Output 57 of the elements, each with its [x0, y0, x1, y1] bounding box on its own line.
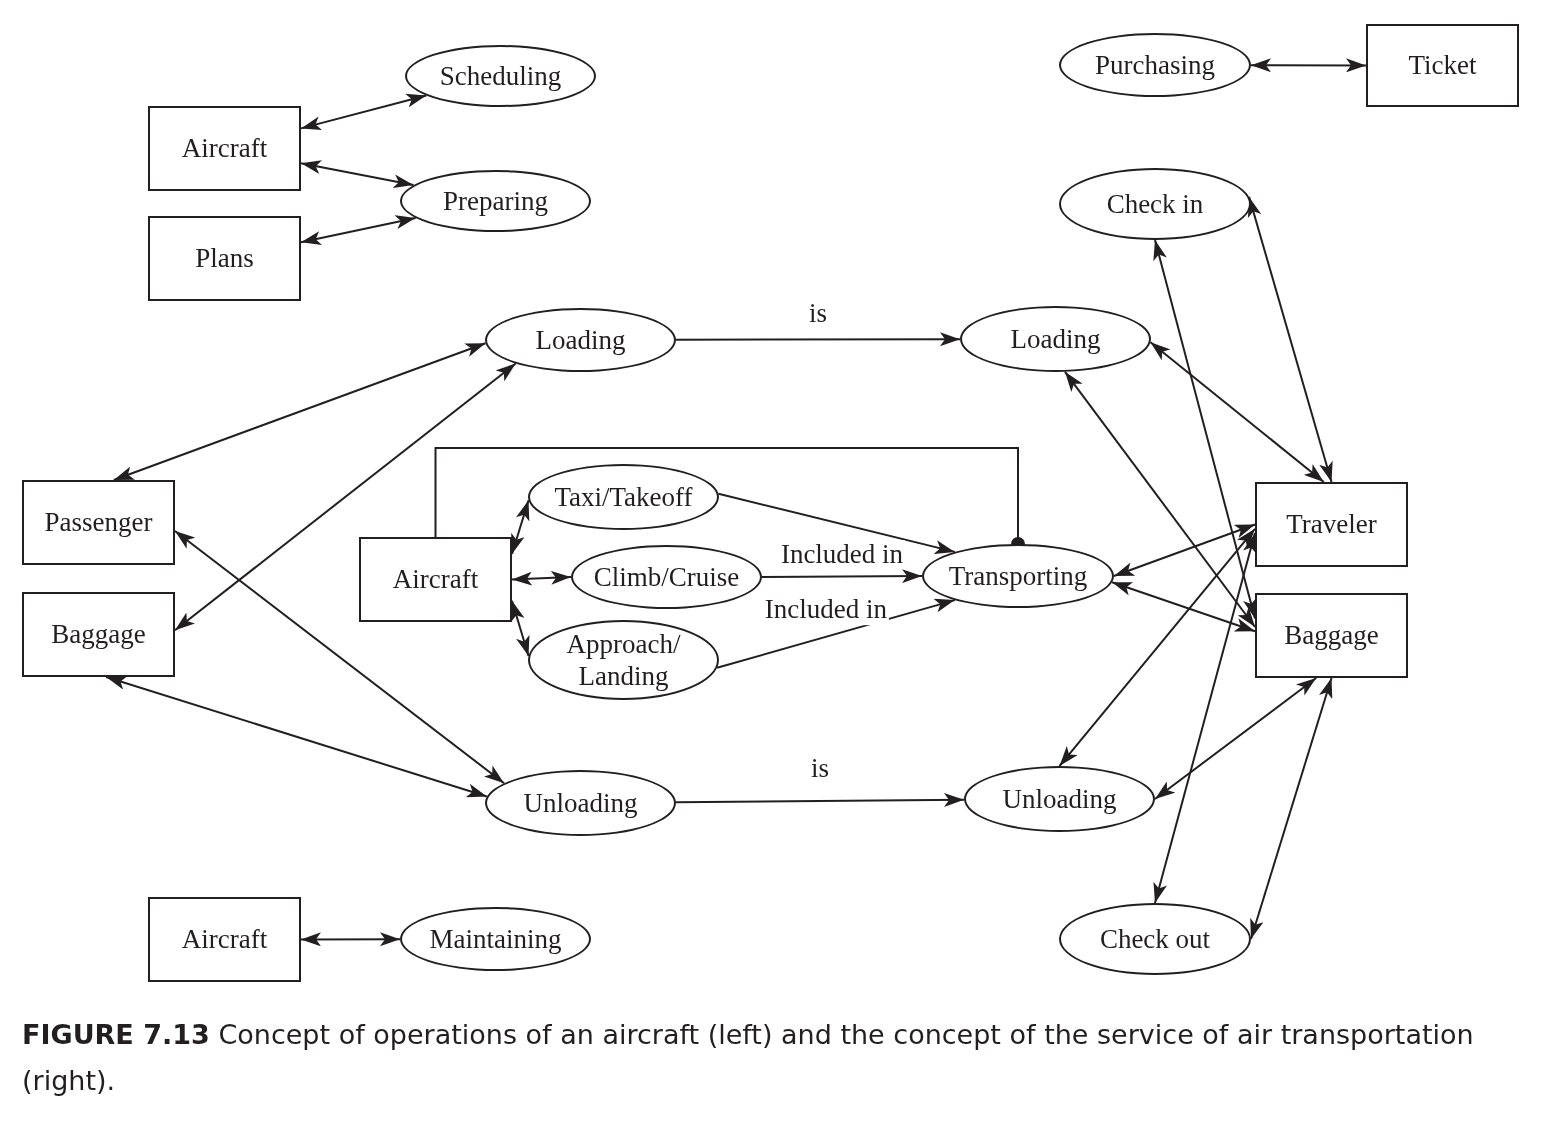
arrow — [174, 530, 506, 785]
node-label: Ticket — [1408, 49, 1477, 82]
node-label: Traveler — [1286, 508, 1377, 541]
arrow — [1064, 370, 1256, 628]
arrow — [761, 569, 923, 584]
node-label: Transporting — [948, 559, 1088, 593]
arrow — [675, 792, 965, 807]
node-label: Baggage — [51, 618, 146, 651]
node-label: Unloading — [1002, 782, 1117, 816]
node-label: Approach/ Landing — [565, 627, 682, 693]
node-label: Taxi/Takeoff — [554, 480, 693, 514]
arrow — [300, 215, 417, 245]
entity-box — [359, 537, 512, 622]
arrow — [300, 160, 415, 189]
arrow — [112, 342, 487, 481]
node-label: Baggage — [1284, 619, 1379, 652]
arrow — [174, 362, 517, 632]
entity-box — [1366, 24, 1519, 107]
node-label: Purchasing — [1095, 48, 1215, 82]
arrow — [1058, 527, 1256, 767]
arrow — [511, 570, 572, 586]
figure-caption: FIGURE 7.13 Concept of operations of an aircraft (left) and the concept of the service of air transportation (right). — [22, 1018, 1475, 1098]
node-label: Loading — [535, 323, 626, 357]
arrow — [1149, 341, 1325, 483]
arrow — [511, 499, 530, 555]
arrow — [1111, 581, 1256, 633]
arrow — [717, 492, 956, 554]
entity-box — [148, 106, 301, 191]
node-label: Unloading — [523, 786, 638, 820]
node-label: Plans — [195, 242, 254, 275]
node-label: Aircraft — [392, 563, 479, 596]
arrow — [1153, 239, 1257, 620]
arrow — [675, 332, 961, 347]
node-label: Scheduling — [439, 59, 562, 93]
entity-box — [148, 897, 301, 982]
node-label: Aircraft — [181, 132, 268, 165]
node-label: Check out — [1099, 922, 1211, 956]
entity-box — [148, 216, 301, 301]
node-label: Check in — [1106, 187, 1204, 221]
entity-box — [22, 480, 175, 565]
arrow — [300, 93, 428, 131]
arrow — [300, 932, 401, 947]
arrow — [1250, 58, 1367, 73]
arrow — [1154, 677, 1318, 800]
node-label: Loading — [1010, 322, 1101, 356]
arrow — [1250, 677, 1333, 940]
arrow — [105, 676, 488, 798]
node-label: Maintaining — [429, 922, 562, 956]
node-label: Passenger — [44, 506, 153, 539]
entity-box — [1255, 593, 1408, 678]
entity-box — [1255, 482, 1408, 567]
entity-box — [22, 592, 175, 677]
arrow — [1153, 532, 1257, 904]
node-label: Aircraft — [181, 923, 268, 956]
node-label: Climb/Cruise — [593, 560, 740, 594]
arrow — [1113, 523, 1256, 577]
node-label: Preparing — [443, 184, 548, 218]
